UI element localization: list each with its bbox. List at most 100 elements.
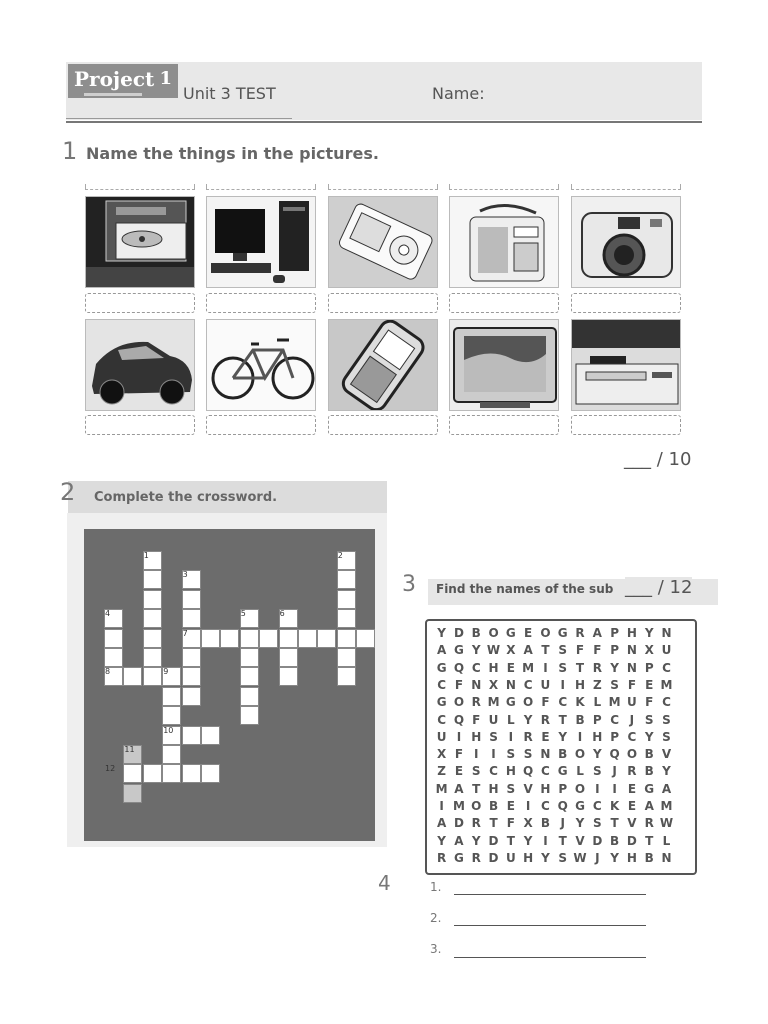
- wordsearch-letter[interactable]: A: [592, 626, 602, 640]
- wordsearch-letter[interactable]: F: [575, 643, 585, 658]
- wordsearch-letter[interactable]: S: [506, 747, 516, 762]
- wordsearch-letter[interactable]: Y: [541, 850, 550, 865]
- wordsearch-letter[interactable]: T: [575, 660, 585, 675]
- wordsearch-letter[interactable]: R: [523, 729, 533, 744]
- wordsearch-letter[interactable]: B: [488, 799, 499, 813]
- wordsearch-letter[interactable]: V: [575, 833, 585, 848]
- wordsearch-letter[interactable]: F: [506, 816, 515, 831]
- wordsearch-letter[interactable]: B: [471, 626, 481, 640]
- crossword-cell[interactable]: [123, 667, 143, 687]
- wordsearch-letter[interactable]: K: [609, 799, 620, 813]
- wordsearch-letter[interactable]: C: [592, 799, 602, 813]
- wordsearch-letter[interactable]: P: [610, 729, 620, 744]
- crossword-cell[interactable]: [336, 589, 356, 609]
- wordsearch-letter[interactable]: I: [456, 729, 462, 744]
- wordsearch-letter[interactable]: D: [592, 833, 603, 848]
- wordsearch-letter[interactable]: R: [437, 850, 447, 865]
- crossword-cell[interactable]: [162, 667, 182, 687]
- wordsearch-letter[interactable]: Y: [644, 626, 654, 640]
- crossword-cell[interactable]: [239, 628, 259, 648]
- wordsearch-letter[interactable]: O: [540, 626, 551, 640]
- crossword-cell[interactable]: [259, 628, 279, 648]
- wordsearch-letter[interactable]: O: [574, 781, 586, 796]
- crossword-cell[interactable]: [181, 609, 201, 629]
- wordsearch-letter[interactable]: K: [575, 695, 585, 710]
- wordsearch-letter[interactable]: T: [610, 816, 619, 831]
- wordsearch-letter[interactable]: H: [505, 764, 516, 779]
- wordsearch-letter[interactable]: E: [627, 781, 637, 796]
- wordsearch-letter[interactable]: S: [662, 729, 671, 744]
- wordsearch-letter[interactable]: Y: [610, 850, 619, 865]
- wordsearch-letter[interactable]: T: [472, 781, 481, 796]
- crossword-cell[interactable]: [142, 764, 162, 784]
- crossword-cell[interactable]: [239, 609, 259, 629]
- wordsearch-letter[interactable]: L: [662, 833, 671, 848]
- wordsearch-letter[interactable]: Y: [437, 833, 446, 848]
- wordsearch-letter[interactable]: C: [610, 712, 620, 727]
- wordsearch-letter[interactable]: S: [592, 764, 602, 779]
- wordsearch-letter[interactable]: Y: [471, 833, 481, 848]
- wordsearch-letter[interactable]: L: [593, 695, 602, 710]
- crossword-cell[interactable]: [181, 725, 201, 745]
- wordsearch-letter[interactable]: S: [662, 712, 671, 727]
- wordsearch-letter[interactable]: E: [524, 626, 533, 640]
- wordsearch-letter[interactable]: N: [540, 747, 551, 762]
- answer-box[interactable]: [449, 293, 559, 313]
- answer-line[interactable]: [454, 894, 646, 895]
- crossword-cell[interactable]: [142, 609, 162, 629]
- wordsearch-letter[interactable]: Y: [644, 729, 654, 744]
- wordsearch-letter[interactable]: E: [645, 677, 654, 692]
- wordsearch-letter[interactable]: I: [560, 677, 565, 692]
- answer-line[interactable]: [454, 957, 646, 958]
- wordsearch-letter[interactable]: E: [541, 729, 550, 744]
- wordsearch-letter[interactable]: R: [471, 695, 481, 710]
- wordsearch-letter[interactable]: T: [645, 833, 654, 848]
- wordsearch-letter[interactable]: U: [540, 677, 551, 692]
- wordsearch-letter[interactable]: H: [488, 660, 499, 675]
- wordsearch-letter[interactable]: A: [644, 799, 654, 813]
- wordsearch-letter[interactable]: D: [453, 816, 464, 831]
- answer-box[interactable]: [85, 415, 195, 435]
- wordsearch-letter[interactable]: B: [540, 816, 550, 831]
- wordsearch-letter[interactable]: S: [523, 747, 533, 762]
- wordsearch-letter[interactable]: W: [659, 816, 674, 831]
- wordsearch-letter[interactable]: G: [557, 764, 568, 779]
- wordsearch-letter[interactable]: N: [505, 677, 516, 692]
- wordsearch-letter[interactable]: G: [644, 781, 655, 796]
- wordsearch-letter[interactable]: M: [452, 799, 465, 813]
- wordsearch-letter[interactable]: Q: [523, 764, 534, 779]
- wordsearch-letter[interactable]: W: [573, 850, 587, 865]
- crossword-cell[interactable]: [336, 667, 356, 687]
- wordsearch-letter[interactable]: B: [644, 850, 654, 865]
- crossword-cell[interactable]: [336, 551, 356, 570]
- crossword-cell[interactable]: [239, 706, 259, 726]
- wordsearch-letter[interactable]: O: [488, 626, 499, 640]
- crossword-cell[interactable]: [317, 628, 337, 648]
- wordsearch-letter[interactable]: S: [610, 677, 619, 692]
- wordsearch-letter[interactable]: S: [471, 764, 481, 779]
- wordsearch-letter[interactable]: Q: [557, 799, 568, 813]
- crossword-cell[interactable]: [336, 628, 356, 648]
- wordsearch-letter[interactable]: I: [508, 729, 514, 744]
- wordsearch-letter[interactable]: N: [626, 643, 637, 658]
- wordsearch-letter[interactable]: M: [435, 781, 448, 796]
- crossword-cell[interactable]: [278, 667, 298, 687]
- wordsearch-letter[interactable]: C: [489, 764, 498, 779]
- wordsearch-letter[interactable]: X: [644, 643, 654, 658]
- wordsearch-letter[interactable]: S: [506, 781, 516, 796]
- wordsearch-letter[interactable]: G: [436, 660, 447, 675]
- wordsearch-letter[interactable]: Q: [453, 712, 465, 727]
- wordsearch-letter[interactable]: P: [592, 712, 602, 727]
- wordsearch-letter[interactable]: B: [575, 712, 585, 727]
- wordsearch-letter[interactable]: J: [560, 816, 565, 831]
- wordsearch-letter[interactable]: U: [627, 695, 637, 710]
- wordsearch-letter[interactable]: I: [577, 729, 583, 744]
- wordsearch-letter[interactable]: F: [627, 677, 637, 692]
- wordsearch-letter[interactable]: E: [506, 660, 515, 675]
- wordsearch-letter[interactable]: D: [453, 626, 464, 640]
- wordsearch-letter[interactable]: S: [558, 660, 568, 675]
- crossword-cell[interactable]: [201, 764, 220, 784]
- wordsearch-letter[interactable]: I: [474, 747, 479, 762]
- wordsearch-letter[interactable]: Q: [609, 747, 620, 762]
- crossword-cell[interactable]: [162, 706, 182, 726]
